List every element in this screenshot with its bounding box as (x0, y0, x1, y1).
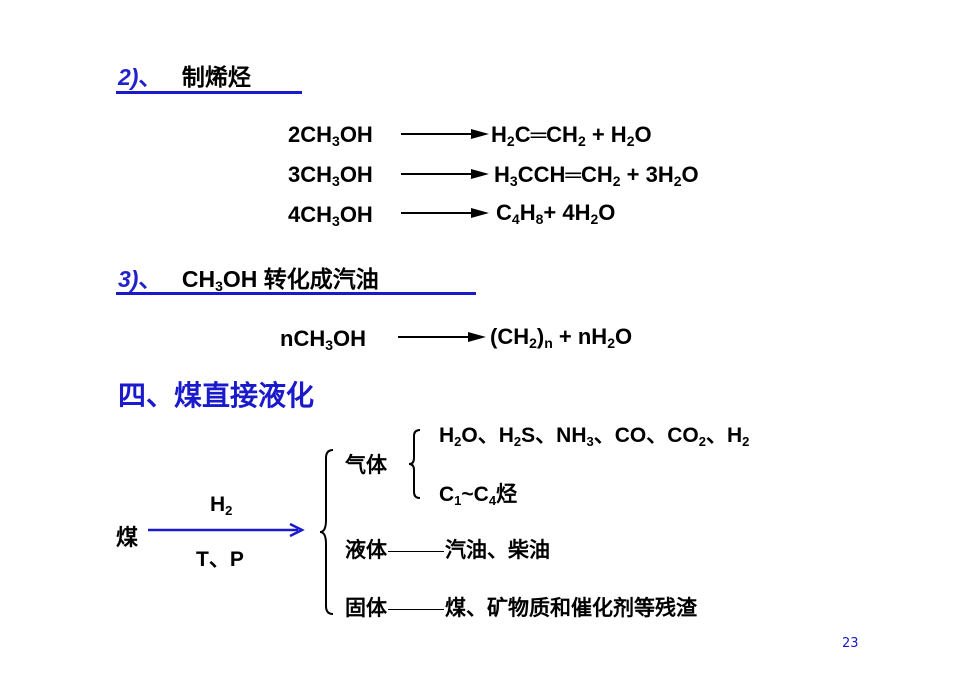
equation-lhs-sub: 3 (332, 213, 340, 229)
section-3-number: 3) (118, 266, 139, 292)
section-2-title: 制烯烃 (181, 64, 251, 90)
equation-rhs: H2C═CH2 + H2O (491, 122, 652, 149)
large-brace-icon (319, 449, 334, 615)
equation-lhs-sub: 3 (332, 173, 340, 189)
section-3-title-post: OH 转化成汽油 (222, 266, 379, 292)
coal-source-label: 煤 (116, 525, 139, 550)
liquid-label: 液体 (345, 539, 387, 562)
equation-lhs: 2CH (288, 122, 333, 147)
equation-lhs: nCH (280, 326, 326, 351)
section-3-title: CH3OH 转化成汽油 (181, 266, 379, 294)
equation-row: 4CH3OH (288, 202, 373, 228)
equation-lhs-end: OH (339, 162, 373, 187)
section-4-heading: 四、煤直接液化 (118, 380, 315, 411)
dash-line (388, 550, 444, 552)
section-2-underline (116, 91, 302, 94)
page-number: 23 (842, 636, 859, 651)
liquid-value: 汽油、柴油 (445, 539, 550, 562)
condition-top: H2 (210, 493, 232, 517)
equation-row: 3CH3OH (288, 162, 373, 188)
solid-value: 煤、矿物质和催化剂等残渣 (445, 597, 697, 620)
liquid-row: 液体 汽油、柴油 (345, 534, 550, 564)
condition-bottom: T、P (196, 548, 244, 571)
solid-row: 固体 煤、矿物质和催化剂等残渣 (345, 592, 697, 622)
reaction-arrow-icon (398, 332, 486, 342)
reaction-arrow-icon (401, 169, 489, 179)
section-3-underline (116, 292, 476, 295)
equation-rhs: H3CCH═CH2 + 3H2O (494, 162, 699, 189)
equation-lhs-end: OH (339, 122, 373, 147)
equation-rhs: C4H8+ 4H2O (496, 200, 616, 227)
section-3-title-sub: 3 (215, 278, 223, 294)
gas-products-line2: C1~C4烃 (439, 483, 518, 508)
gas-label: 气体 (345, 454, 387, 477)
section-2-heading: 2)、 制烯烃 (118, 58, 251, 92)
equation-row: nCH3OH (280, 326, 366, 352)
gas-products-line1: H2O、H2S、NH3、CO、CO2、H2 (439, 424, 750, 449)
equation-lhs-sub: 3 (332, 133, 340, 149)
reaction-arrow-icon (401, 208, 489, 218)
condition-top-sub: 2 (225, 503, 233, 518)
equation-lhs: 3CH (288, 162, 333, 187)
dash-line (388, 608, 444, 610)
section-3-title-pre: CH (181, 266, 216, 292)
solid-label: 固体 (345, 597, 387, 620)
section-3-sep: 、 (138, 266, 162, 292)
blue-arrow-icon (148, 522, 305, 538)
section-2-number: 2) (118, 64, 139, 90)
equation-rhs: (CH2)n + nH2O (490, 324, 633, 351)
equation-row: 2CH3OH (288, 122, 373, 148)
section-2-sep: 、 (138, 64, 162, 90)
equation-lhs: 4CH (288, 202, 333, 227)
reaction-arrow-icon (401, 129, 489, 139)
equation-lhs-end: OH (333, 326, 367, 351)
section-3-heading: 3)、 CH3OH 转化成汽油 (118, 260, 379, 294)
equation-lhs-sub: 3 (325, 337, 334, 353)
equation-lhs-end: OH (339, 202, 373, 227)
condition-top-text: H (210, 493, 226, 516)
small-brace-icon (408, 429, 421, 499)
